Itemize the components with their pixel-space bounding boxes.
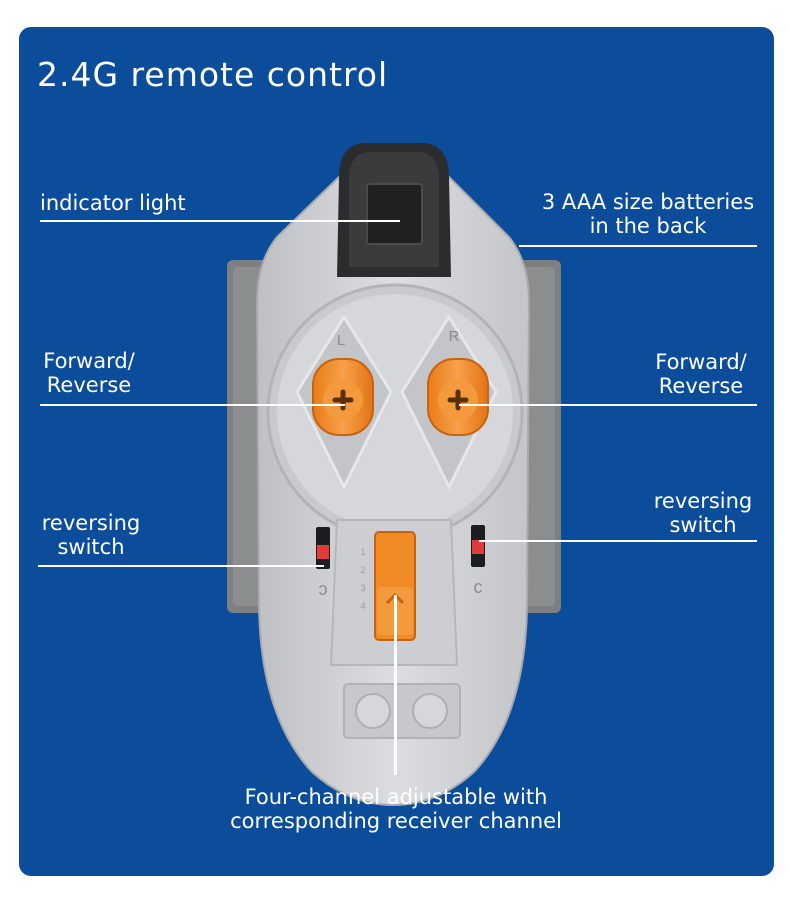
right-joystick-knob xyxy=(427,358,489,436)
leader-forward-reverse-right xyxy=(459,404,757,406)
left-stick-letter: L xyxy=(337,332,345,349)
indicator-light-icon xyxy=(366,183,423,245)
remote-control-illustration: L R ↄ c 1 2 xyxy=(227,143,561,807)
label-reversing-switch-right: reversing switch xyxy=(648,489,758,537)
label-channel-line1: Four-channel adjustable with xyxy=(244,785,548,809)
left-reversing-switch: ↄ xyxy=(316,527,330,599)
svg-text:ↄ: ↄ xyxy=(319,579,328,599)
label-reversing-left-line2: switch xyxy=(57,535,125,559)
label-forward-left-line2: Reverse xyxy=(46,373,132,397)
label-batteries-line2: in the back xyxy=(589,214,707,238)
channel-number: 2 xyxy=(360,565,365,575)
label-channel-line2: corresponding receiver channel xyxy=(230,809,562,833)
channel-number: 3 xyxy=(360,583,365,593)
label-reversing-switch-left: reversing switch xyxy=(37,511,145,559)
leader-indicator-light xyxy=(40,220,400,222)
label-reversing-right-line1: reversing xyxy=(653,489,753,513)
channel-numbers: 1 2 3 4 xyxy=(360,547,365,611)
leader-reversing-switch-right xyxy=(479,540,757,542)
bottom-button-left xyxy=(355,693,391,729)
diagram-panel: 2.4G remote control xyxy=(19,27,774,876)
leader-reversing-switch-left xyxy=(38,565,324,567)
right-stick-letter: R xyxy=(449,328,460,345)
label-batteries: 3 AAA size batteries in the back xyxy=(531,190,765,238)
label-channel-selector: Four-channel adjustable with correspondi… xyxy=(196,785,596,833)
label-forward-left-line1: Forward/ xyxy=(43,349,135,373)
left-joystick-knob xyxy=(312,358,374,436)
leader-forward-reverse-left xyxy=(40,404,345,406)
leader-channel-selector xyxy=(394,595,397,775)
label-reversing-right-line2: switch xyxy=(669,513,737,537)
label-forward-right-line2: Reverse xyxy=(658,374,744,398)
label-indicator-light: indicator light xyxy=(40,191,186,215)
leader-batteries xyxy=(519,245,757,247)
label-reversing-left-line1: reversing xyxy=(41,511,141,535)
label-forward-reverse-right: Forward/ Reverse xyxy=(645,350,757,398)
diagram-title: 2.4G remote control xyxy=(37,55,389,94)
right-reversing-switch: c xyxy=(471,525,485,597)
channel-number: 1 xyxy=(360,547,365,557)
svg-text:c: c xyxy=(474,577,483,597)
channel-selector-slider xyxy=(374,531,416,641)
label-forward-reverse-left: Forward/ Reverse xyxy=(39,349,139,397)
label-forward-right-line1: Forward/ xyxy=(655,350,747,374)
channel-number: 4 xyxy=(360,601,365,611)
bottom-button-right xyxy=(412,693,448,729)
label-batteries-line1: 3 AAA size batteries xyxy=(541,190,755,214)
